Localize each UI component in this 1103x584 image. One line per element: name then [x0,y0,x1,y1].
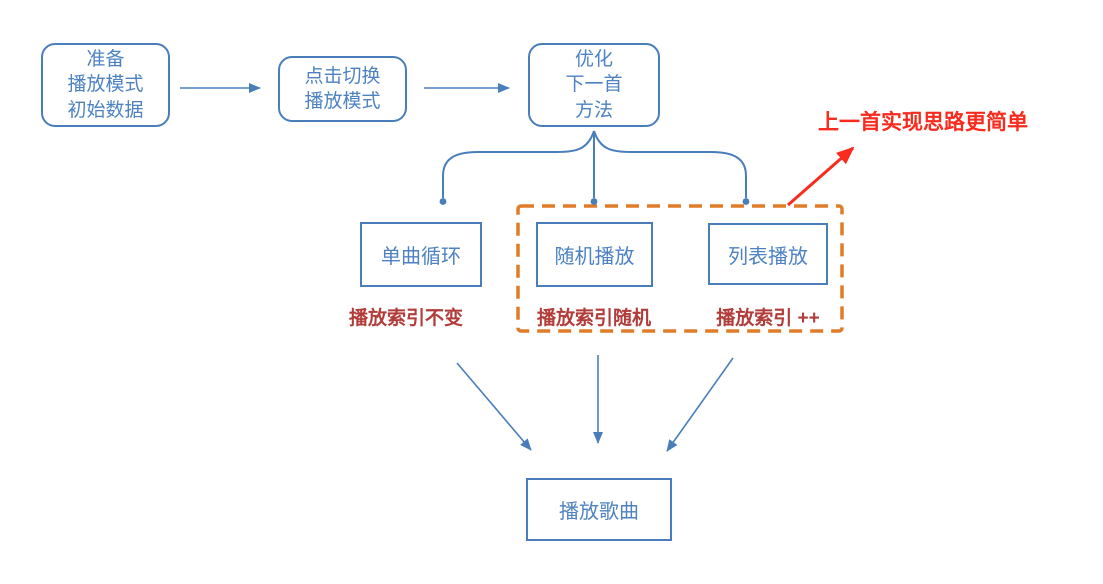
arrow-single-loop-to-play [456,362,532,451]
node-list-play-label: 列表播放 [728,245,808,268]
node-prepare-line3: 初始数据 [67,99,144,121]
node-toggle-line1: 点击切换 [304,65,381,87]
node-prepare: 准备 播放模式 初始数据 [41,43,170,127]
node-optimize-line2: 下一首 [565,74,623,96]
node-toggle-mode: 点击切换 播放模式 [278,56,407,122]
arrow-list-play-to-play [666,357,734,452]
note-list-play: 播放索引 ++ [716,308,820,329]
node-play-song: 播放歌曲 [526,478,672,541]
brace-right-branch [593,130,747,198]
node-random-play-label: 随机播放 [554,246,635,268]
node-optimize-line3: 方法 [574,99,613,121]
brace-right-endpoint-dot [742,198,750,205]
node-list-play: 列表播放 [708,223,828,285]
highlight-dashed-box [516,204,844,333]
node-prepare-line2: 播放模式 [67,74,144,96]
note-single-loop: 播放索引不变 [348,308,463,329]
annotation-prev-song: 上一首实现思路更简单 [818,111,1028,134]
brace-middle-endpoint-dot [590,198,598,205]
node-optimize-next: 优化 下一首 方法 [528,43,660,127]
node-prepare-line1: 准备 [86,49,125,71]
node-random-play: 随机播放 [536,222,653,287]
node-play-song-label: 播放歌曲 [559,501,639,523]
brace-left-endpoint-dot [439,198,447,205]
note-random-play: 播放索引随机 [536,308,651,329]
node-toggle-line2: 播放模式 [304,91,381,112]
node-single-loop-label: 单曲循环 [381,246,461,268]
node-optimize-line1: 优化 [574,49,613,71]
annotation-arrow [787,146,855,207]
brace-left-branch [442,130,595,198]
node-single-loop: 单曲循环 [360,222,482,287]
